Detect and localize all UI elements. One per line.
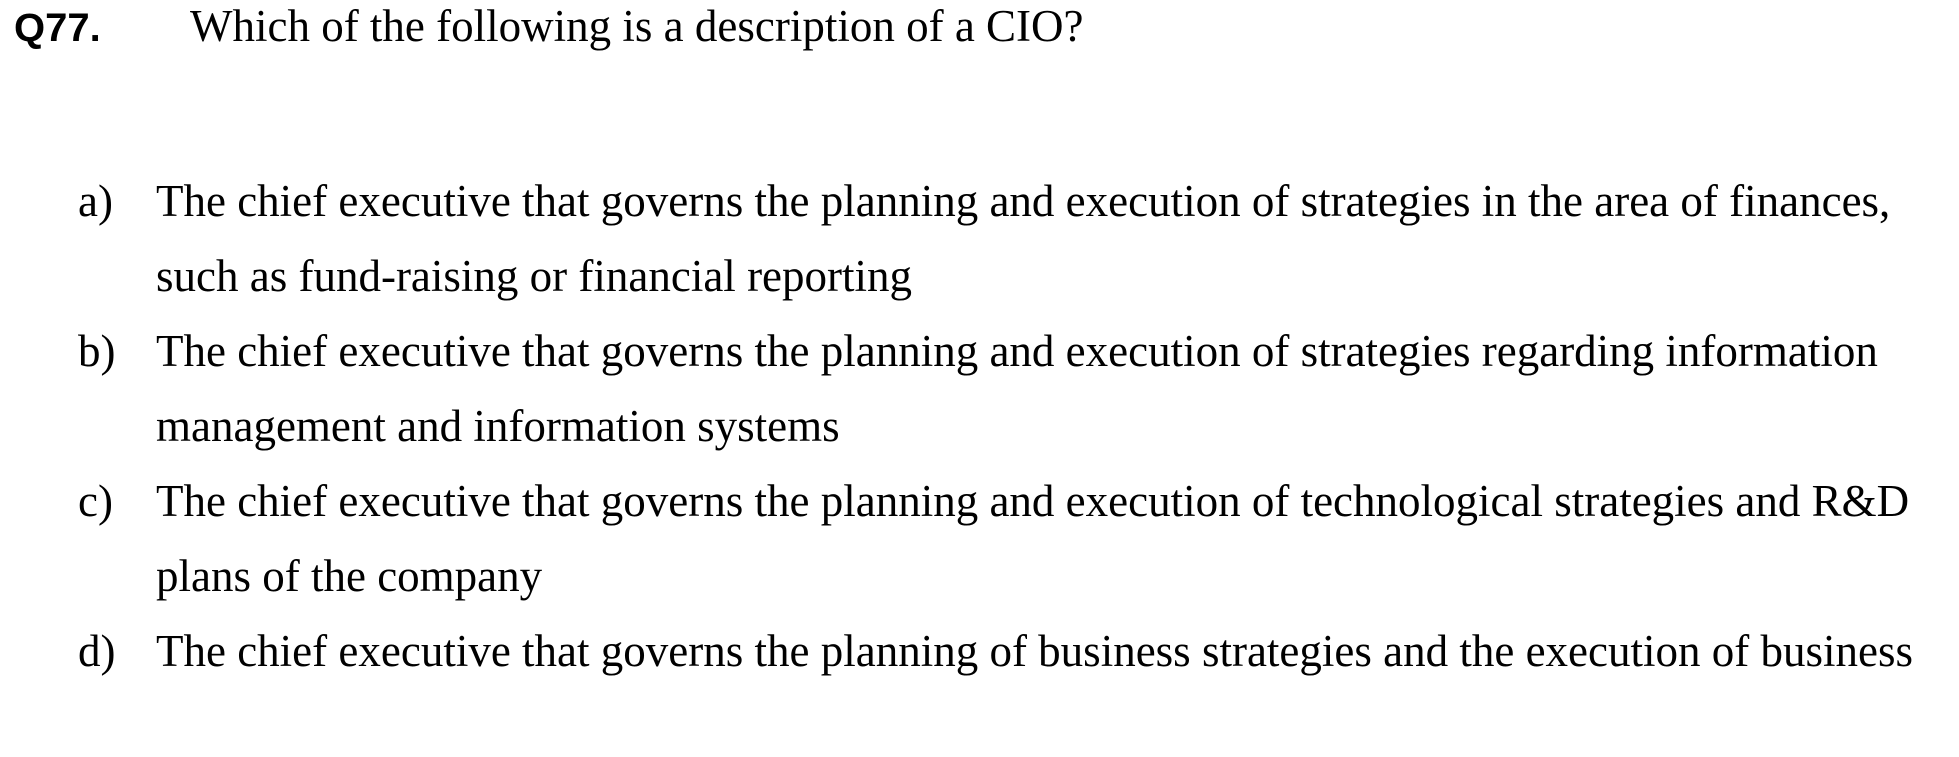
option-text: The chief executive that governs the pla… xyxy=(156,626,1913,676)
option-a: a) The chief executive that governs the … xyxy=(78,164,1928,314)
option-letter: b) xyxy=(78,326,116,376)
question-block: Q77. Which of the following is a descrip… xyxy=(14,0,1944,72)
option-letter: c) xyxy=(78,476,113,526)
option-letter: d) xyxy=(78,626,116,676)
option-letter: a) xyxy=(78,176,113,226)
option-b: b) The chief executive that governs the … xyxy=(78,314,1928,464)
question-number: Q77. xyxy=(14,6,101,50)
option-c: c) The chief executive that governs the … xyxy=(78,464,1928,614)
option-text: The chief executive that governs the pla… xyxy=(156,326,1878,451)
question-text: Which of the following is a description … xyxy=(190,1,1084,51)
option-text: The chief executive that governs the pla… xyxy=(156,176,1891,301)
option-text: The chief executive that governs the pla… xyxy=(156,476,1910,601)
answer-options-list: a) The chief executive that governs the … xyxy=(78,164,1928,689)
option-d: d) The chief executive that governs the … xyxy=(78,614,1928,689)
question-header: Q77. Which of the following is a descrip… xyxy=(14,0,1944,72)
